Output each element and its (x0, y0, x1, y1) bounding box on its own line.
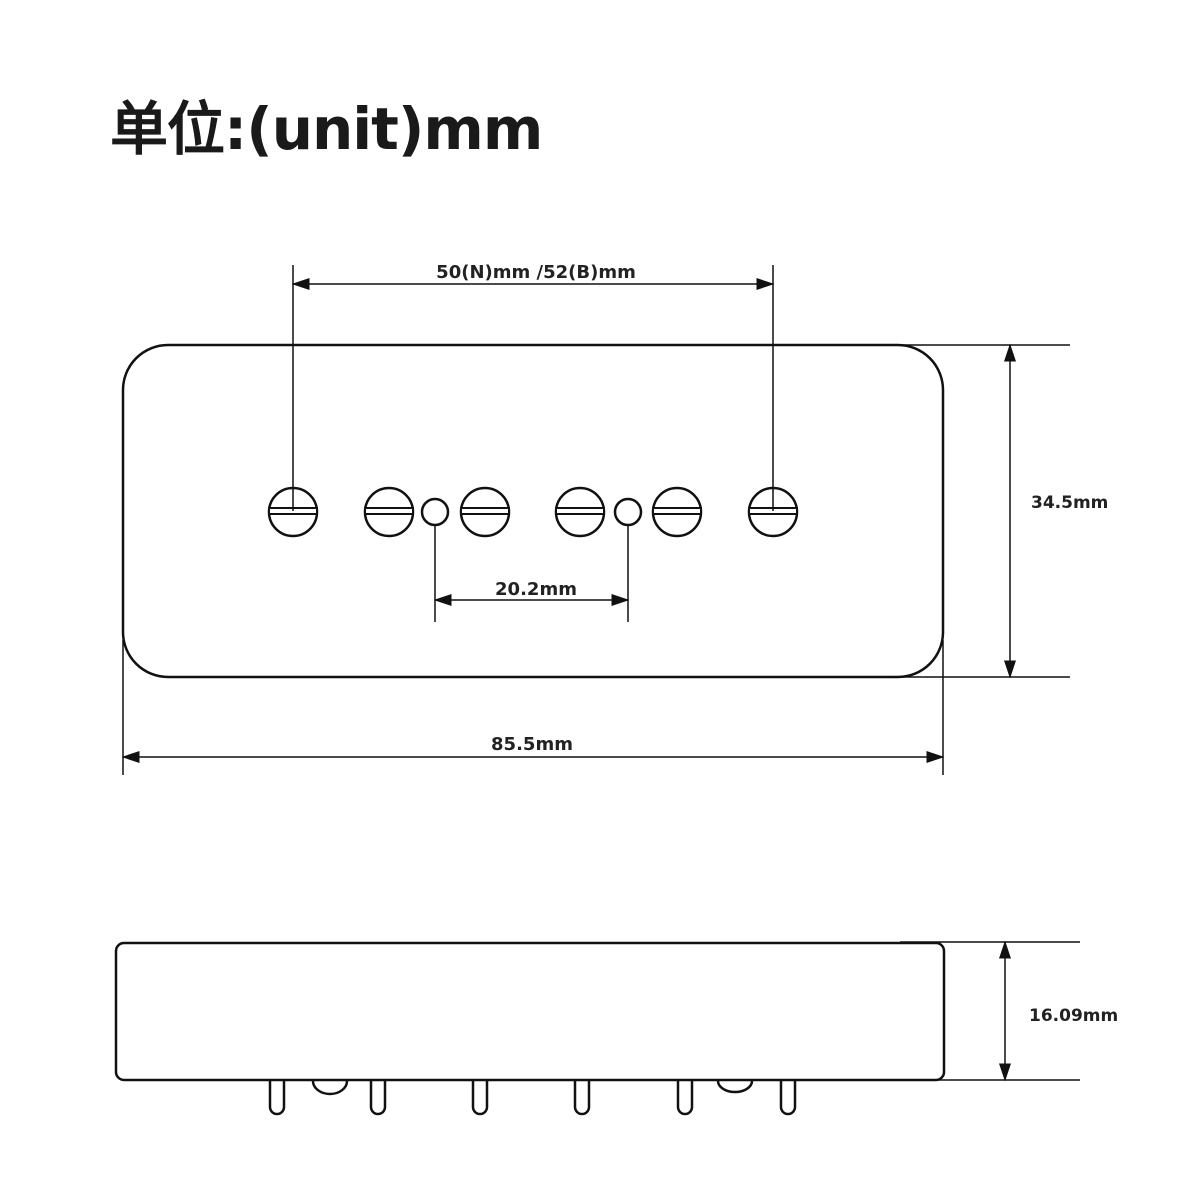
pickup-leg (471, 1081, 489, 1116)
pickup-leg (573, 1081, 591, 1116)
pickup-side-view (114, 941, 946, 1082)
pole-piece (363, 486, 415, 538)
unit-title: 单位:(unit)mm (110, 95, 543, 163)
pole-slot (652, 507, 702, 515)
screw-head (716, 1080, 754, 1094)
mount-screw-hole (420, 497, 450, 527)
pole-piece (459, 486, 511, 538)
pole-slot (364, 507, 414, 515)
pole-spacing-label: 50(N)mm /52(B)mm (436, 262, 636, 283)
width-label: 85.5mm (491, 734, 573, 755)
pickup-leg (779, 1081, 797, 1116)
pickup-legs (268, 1081, 797, 1116)
mount-screw-hole (613, 497, 643, 527)
pole-piece (554, 486, 606, 538)
thickness-label: 16.09mm (1029, 1006, 1118, 1026)
pole-slot (460, 507, 510, 515)
screw-spacing-label: 20.2mm (495, 579, 577, 600)
screw-head (311, 1080, 349, 1096)
pickup-leg (369, 1081, 387, 1116)
pickup-leg (268, 1081, 286, 1116)
pole-slot (555, 507, 605, 515)
pole-piece (651, 486, 703, 538)
pickup-leg (676, 1081, 694, 1116)
height-label: 34.5mm (1031, 493, 1108, 513)
pole-pieces (267, 486, 799, 538)
pickup-top-view (121, 343, 945, 679)
